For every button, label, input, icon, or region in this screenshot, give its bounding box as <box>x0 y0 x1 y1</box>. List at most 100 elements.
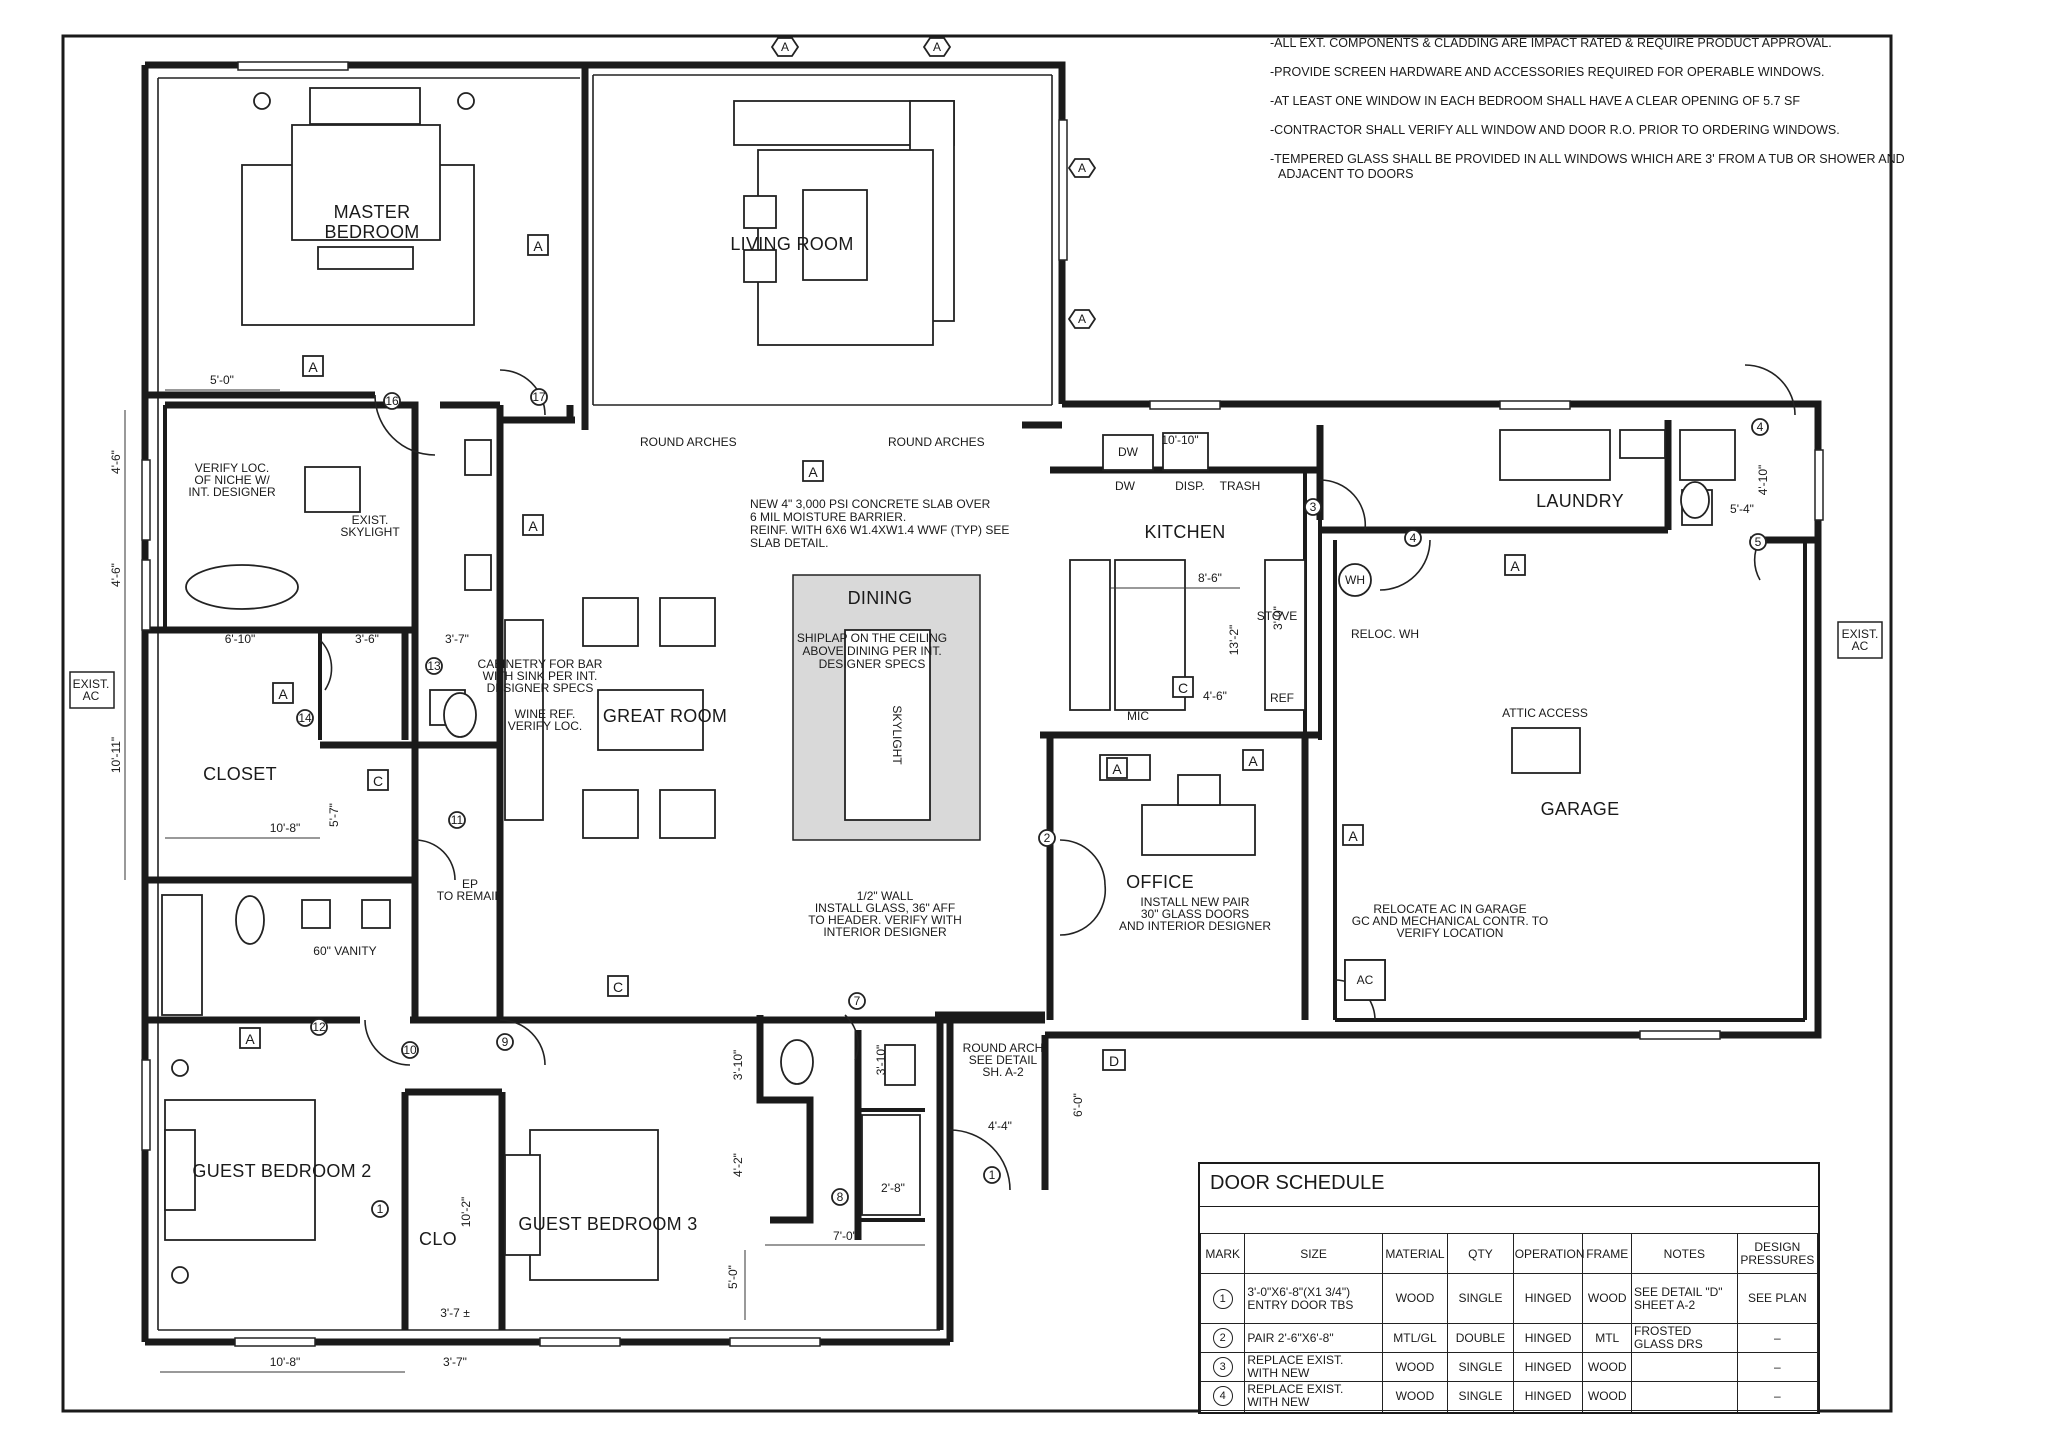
note-round-arch-3: SH. A-2 <box>982 1065 1024 1079</box>
annotations: ROUND ARCHES ROUND ARCHES NEW 4" 3,000 P… <box>69 435 1883 1079</box>
tag-a-7: A <box>1106 757 1128 779</box>
dim-4-2: 4'-2" <box>731 1153 745 1177</box>
general-note-2: -PROVIDE SCREEN HARDWARE AND ACCESSORIES… <box>1270 65 1824 79</box>
door-mark-circle: 5 <box>1213 1414 1233 1415</box>
cell-material: WOOD <box>1381 1352 1449 1382</box>
svg-text:13: 13 <box>427 659 441 673</box>
dim-3-7-bottom: 3'-7" <box>443 1355 467 1369</box>
svg-text:A: A <box>1078 312 1086 326</box>
general-note-5: -TEMPERED GLASS SHALL BE PROVIDED IN ALL… <box>1270 152 1905 166</box>
dim-13-2: 13'-2" <box>1227 625 1241 656</box>
note-attic-access: ATTIC ACCESS <box>1502 706 1588 720</box>
note-disp: DISP. <box>1175 479 1205 493</box>
svg-text:9: 9 <box>502 1035 509 1049</box>
cell-frame: WOOD <box>1582 1352 1633 1382</box>
note-ac: AC <box>1357 973 1374 987</box>
cell-mark: 5 <box>1200 1410 1246 1415</box>
general-note-3: -AT LEAST ONE WINDOW IN EACH BEDROOM SHA… <box>1270 94 1800 108</box>
note-cabinetry-3: DESIGNER SPECS <box>487 681 594 695</box>
cell-notes: SEE DETAIL "D"SHEET A-2 <box>1631 1273 1738 1324</box>
svg-text:A: A <box>1510 558 1520 574</box>
cell-frame: WOOD <box>1582 1381 1633 1411</box>
note-slab-3: REINF. WITH 6X6 W1.4XW1.4 WWF (TYP) SEE <box>750 523 1009 537</box>
svg-text:A: A <box>808 464 818 480</box>
door-mark-5: 5 <box>1749 533 1767 551</box>
note-cabinetry-2: WITH SINK PER INT. <box>483 669 598 683</box>
door-mark-circle: 3 <box>1212 1357 1233 1377</box>
note-reloc-wh: RELOC. WH <box>1351 627 1419 641</box>
note-slab-4: SLAB DETAIL. <box>750 536 828 550</box>
room-closet: CLOSET <box>203 764 277 784</box>
note-dw: DW <box>1115 479 1136 493</box>
svg-text:A: A <box>528 518 538 534</box>
cell-frame: WOOD <box>1582 1410 1633 1412</box>
door-mark-11: 11 <box>448 811 466 829</box>
note-half-wall-4: INTERIOR DESIGNER <box>823 925 947 939</box>
hex-tag-a-4: A <box>1067 309 1097 329</box>
svg-text:3: 3 <box>1310 500 1317 514</box>
note-round-arches-left: ROUND ARCHES <box>640 435 737 449</box>
tag-c-3: C <box>607 975 629 997</box>
note-round-arch-2: SEE DETAIL <box>969 1053 1038 1067</box>
tag-a-1: A <box>527 234 549 256</box>
cell-pressures: – <box>1736 1410 1818 1412</box>
cell-pressures: SEE PLAN <box>1736 1273 1818 1324</box>
cell-notes <box>1631 1352 1738 1382</box>
svg-text:A: A <box>533 238 543 254</box>
note-relocate-ac-2: GC AND MECHANICAL CONTR. TO <box>1352 914 1548 928</box>
svg-text:2: 2 <box>1044 831 1051 845</box>
svg-text:A: A <box>278 686 288 702</box>
room-office: OFFICE <box>1126 872 1194 892</box>
svg-text:4: 4 <box>1410 531 1417 545</box>
cell-qty: SINGLE <box>1447 1273 1514 1324</box>
door-mark-1-gb2: 1 <box>371 1200 389 1218</box>
svg-text:A: A <box>1348 828 1358 844</box>
room-guest-bedroom-2: GUEST BEDROOM 2 <box>192 1161 371 1181</box>
header-mark: MARK <box>1200 1233 1246 1274</box>
dim-3-0: 3'-0" <box>1271 606 1285 630</box>
note-glass-doors-2: 30" GLASS DOORS <box>1141 907 1249 921</box>
door-mark-14: 14 <box>296 709 314 727</box>
tag-a-4: A <box>522 514 544 536</box>
cell-pressures: – <box>1736 1352 1818 1382</box>
note-relocate-ac-1: RELOCATE AC IN GARAGE <box>1373 902 1526 916</box>
note-niche-3: INT. DESIGNER <box>188 485 276 499</box>
note-relocate-ac-3: VERIFY LOCATION <box>1397 926 1504 940</box>
svg-text:10: 10 <box>403 1043 417 1057</box>
door-mark-8: 8 <box>831 1188 849 1206</box>
dim-3-7-pm: 3'-7 ± <box>440 1306 470 1320</box>
general-note-4: -CONTRACTOR SHALL VERIFY ALL WINDOW AND … <box>1270 123 1840 137</box>
note-wh: WH <box>1345 573 1365 587</box>
cell-material: MTL/GL <box>1381 1323 1449 1353</box>
note-mic: MIC <box>1127 709 1149 723</box>
hex-tag-a-2: A <box>922 37 952 57</box>
note-shiplap-1: SHIPLAP ON THE CEILING <box>797 631 947 645</box>
door-mark-3: 3 <box>1304 498 1322 516</box>
room-dining: DINING <box>848 588 913 608</box>
cell-qty: SINGLE <box>1447 1352 1514 1382</box>
note-trash: TRASH <box>1220 479 1261 493</box>
tag-a-10: A <box>239 1027 261 1049</box>
room-guest-bedroom-3: GUEST BEDROOM 3 <box>518 1214 697 1234</box>
svg-text:C: C <box>613 979 623 995</box>
note-cabinetry-1: CABINETRY FOR BAR <box>478 657 603 671</box>
dim-10-10: 10'-10" <box>1161 433 1198 447</box>
cell-material: WOOD <box>1381 1410 1449 1412</box>
dim-5-7: 5'-7" <box>327 803 341 827</box>
svg-text:A: A <box>1248 753 1258 769</box>
door-mark-13: 13 <box>425 657 443 675</box>
cell-notes <box>1631 1410 1738 1412</box>
room-labels: MASTER BEDROOM LIVING ROOM KITCHEN LAUND… <box>192 202 1623 1249</box>
svg-text:1: 1 <box>377 1202 384 1216</box>
tag-a-3: A <box>802 460 824 482</box>
door-swings <box>319 364 1796 1191</box>
door-marks: 1 1 2 3 4 5 4 7 8 9 10 11 12 13 14 16 17 <box>296 388 1769 1218</box>
svg-text:14: 14 <box>298 711 312 725</box>
dim-10-11: 10'-11" <box>109 737 123 773</box>
room-garage: GARAGE <box>1541 799 1620 819</box>
note-round-arches-right: ROUND ARCHES <box>888 435 985 449</box>
door-mark-2: 2 <box>1038 829 1056 847</box>
svg-text:8: 8 <box>837 1190 844 1204</box>
